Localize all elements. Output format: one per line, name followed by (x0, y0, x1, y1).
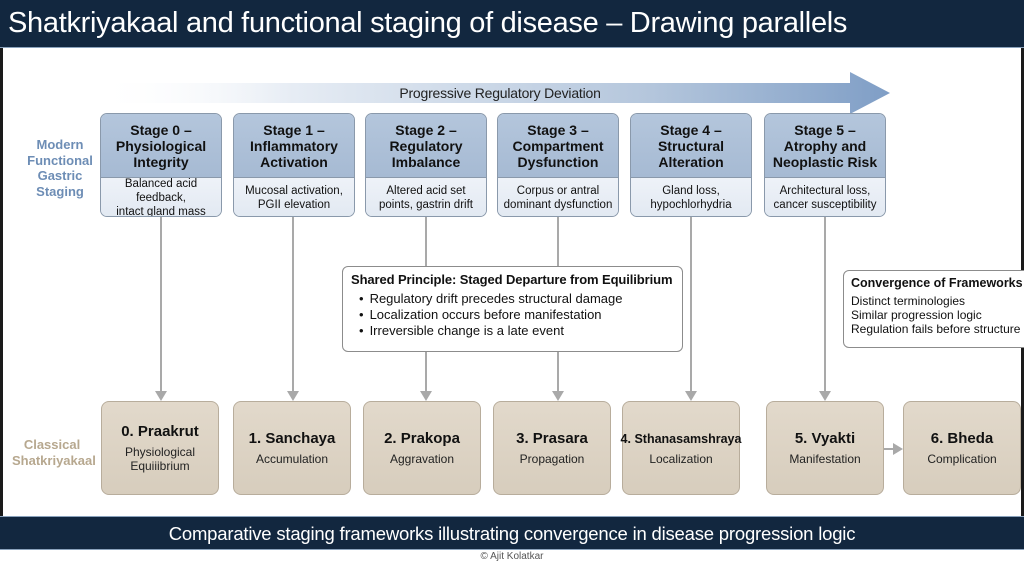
modern-stage-title: Stage 1 – Inflammatory Activation (234, 114, 354, 178)
classical-stage-meaning: Manifestation (789, 452, 861, 466)
classical-stage-meaning: Aggravation (389, 452, 455, 466)
classical-row-label: Classical Shatkriyakaal (12, 437, 96, 468)
convergence-line: Distinct terminologies (851, 294, 966, 308)
classical-stage-name: 4. Sthanasamshraya (620, 432, 742, 446)
modern-row-label: Modern Functional Gastric Staging (27, 137, 93, 199)
shared-principle-box: Shared Principle: Staged Departure from … (342, 266, 683, 352)
classical-stage-name: 5. Vyakti (794, 430, 856, 447)
shared-principle-title: Shared Principle: Staged Departure from … (351, 272, 673, 287)
classical-stage-card: 5. Vyakti Manifestation (766, 401, 884, 495)
classical-stage-name: 2. Prakopa (384, 430, 460, 447)
classical-stage-card: 3. Prasara Propagation (493, 401, 611, 495)
modern-stage-card: Stage 2 – Regulatory Imbalance Altered a… (365, 113, 487, 217)
classical-stage-meaning: Complication (927, 452, 997, 466)
modern-stage-title: Stage 2 – Regulatory Imbalance (366, 114, 486, 178)
shared-principle-point: Regulatory drift precedes structural dam… (359, 291, 674, 307)
classical-stage-card: 0. Praakrut Physiological Equiiibrium (101, 401, 219, 495)
convergence-line: Similar progression logic (851, 308, 982, 322)
classical-stage-card: 2. Prakopa Aggravation (363, 401, 481, 495)
progress-arrow-label: Progressive Regulatory Deviation (399, 85, 601, 101)
modern-stage-card: Stage 0 – Physiological Integrity Balanc… (100, 113, 222, 217)
modern-stage-description: Altered acid set points, gastrin drift (366, 178, 486, 216)
modern-stage-description: Corpus or antral dominant dysfunction (498, 178, 618, 216)
progress-arrow-icon (95, 72, 890, 114)
classical-stage-card: 4. Sthanasamshraya Localization (620, 401, 742, 495)
classical-stage-name: 6. Bheda (930, 430, 994, 447)
copyright-text: © Ajit Kolatkar (480, 551, 544, 562)
modern-stage-title: Stage 3 – Compartment Dysfunction (498, 114, 618, 178)
modern-stage-description: Balanced acid feedback, intact gland mas… (101, 178, 221, 216)
modern-stage-card: Stage 4 – Structural Alteration Gland lo… (630, 113, 752, 217)
classical-stage-meaning: Localization (649, 452, 713, 466)
modern-stage-description: Mucosal activation, PGII elevation (234, 178, 354, 216)
classical-stage-meaning: Propagation (519, 452, 585, 466)
modern-stage-card: Stage 1 – Inflammatory Activation Mucosa… (233, 113, 355, 217)
convergence-line: Regulation fails before structure (851, 322, 1021, 336)
modern-stage-card: Stage 5 – Atrophy and Neoplastic Risk Ar… (764, 113, 886, 217)
classical-stage-card: 1. Sanchaya Accumulation (233, 401, 351, 495)
convergence-title: Convergence of Frameworks (851, 276, 1023, 290)
classical-stage-card: 6. Bheda Complication (903, 401, 1021, 495)
classical-stage-name: 1. Sanchaya (248, 430, 336, 447)
page-title: Shatkriyakaal and functional staging of … (0, 0, 1024, 48)
modern-stage-title: Stage 0 – Physiological Integrity (101, 114, 221, 178)
shared-principle-point: Irreversible change is a late event (359, 323, 674, 339)
classical-stage-name: 3. Prasara (516, 430, 588, 447)
classical-stage-meaning: Physiological Equiiibrium (124, 445, 196, 473)
modern-stage-description: Gland loss, hypochlorhydria (631, 178, 751, 216)
modern-stage-description: Architectural loss, cancer susceptibilit… (765, 178, 885, 216)
classical-stage-name: 0. Praakrut (121, 423, 199, 440)
modern-stage-title: Stage 4 – Structural Alteration (631, 114, 751, 178)
modern-stage-title: Stage 5 – Atrophy and Neoplastic Risk (765, 114, 885, 178)
shared-principle-point: Localization occurs before manifestation (359, 307, 674, 323)
modern-stage-card: Stage 3 – Compartment Dysfunction Corpus… (497, 113, 619, 217)
classical-stage-meaning: Accumulation (255, 452, 329, 466)
caption-bar: Comparative staging frameworks illustrat… (0, 516, 1024, 550)
convergence-box: Convergence of Frameworks Distinct termi… (843, 270, 1024, 348)
